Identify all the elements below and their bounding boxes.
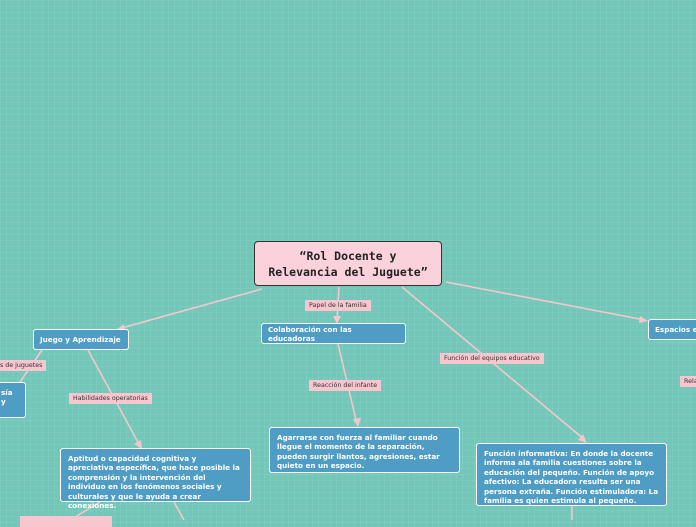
topic-aptitud-capacidad[interactable]: Aptitud o capacidad cognitiva y apreciat… [60,448,251,510]
label-papel-familia[interactable]: Papel de la familia [305,300,371,311]
root-topic[interactable]: “Rol Docente y Relevancia del Juguete” [254,241,442,286]
topic-left-partial[interactable]: sía y [0,382,26,418]
topic-colaboracion-educadoras[interactable]: Colaboración con las educadoras [261,323,406,344]
connector-root-juego [117,288,263,330]
label-juguetes[interactable]: s de juguetes [0,360,47,371]
topic-agarrarse-fuerza[interactable]: Agarrarse con fuerza al familiar cuando … [269,427,460,473]
label-habilidades-operatorias[interactable]: Habilidades operatorias [69,393,152,404]
label-rela[interactable]: Rela [680,376,696,387]
arrowhead [578,434,587,443]
connector-root-espacios [445,281,646,321]
label-bottom-partial[interactable] [20,516,112,527]
topic-juego-y-aprendizaje[interactable]: Juego y Aprendizaje [33,329,129,350]
label-reaccion-infante[interactable]: Reacción del infante [309,380,382,391]
label-funcion-equipos[interactable]: Función del equipos educativo [440,353,544,364]
arrowhead [353,418,361,427]
topic-funcion-informativa[interactable]: Función informativa: En donde la docente… [476,443,667,506]
connector-aptitud-child-2 [173,501,185,520]
topic-espacios[interactable]: Espacios e [648,319,696,340]
arrowhead [639,316,648,323]
